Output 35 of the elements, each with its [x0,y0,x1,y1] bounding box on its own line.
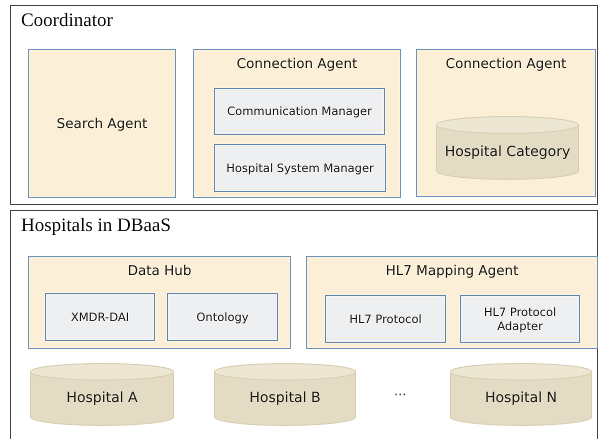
box-label: Hospital System Manager [225,160,375,176]
box-label: Hospital B [249,389,321,408]
box-label: Search Agent [56,116,148,132]
database-cylinder [435,116,580,180]
agent-box [28,256,291,349]
panel-heading: Hospitals in DBaaS [21,215,171,237]
component-box [167,293,278,341]
box-label: HL7 Protocol [348,312,423,326]
box-label: Ontology [195,310,250,324]
panel-heading: Coordinator [21,10,113,32]
box-label: Data Hub [126,263,192,279]
box-label: Hospital N [484,389,558,408]
component-box [325,295,446,343]
agent-box [193,49,401,198]
component-box [460,295,580,343]
container-panel [10,5,598,205]
box-label: Hospital Category [444,142,570,162]
component-box [214,144,386,192]
database-cylinder [449,363,593,426]
box-label: Connection Agent [444,56,568,72]
database-cylinder [213,363,357,426]
component-box [214,88,385,135]
box-label: Connection Agent [236,56,358,72]
ellipsis-label: ··· [394,388,406,403]
container-panel [10,210,598,439]
box-label: HL7 Mapping Agent [384,263,520,279]
component-box [45,293,155,341]
agent-box [306,256,598,349]
box-label: XMDR-DAI [70,310,130,324]
box-label: HL7 Protocol Adapter [482,304,558,334]
box-label: Communication Manager [226,104,373,119]
box-label: Hospital A [66,389,138,408]
agent-box [416,49,596,197]
database-cylinder [29,363,175,426]
agent-box [28,49,176,198]
